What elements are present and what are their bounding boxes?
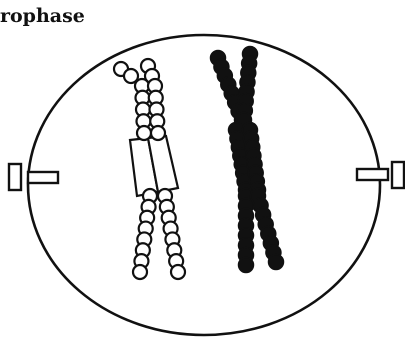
chromosome-white xyxy=(114,59,185,279)
chromosome-white-bead xyxy=(133,265,147,279)
chromosome-black-bead xyxy=(269,255,284,270)
centriole-left-horizontal xyxy=(28,172,58,183)
chromosome-white-bead xyxy=(137,126,151,140)
chromosome-white-bead xyxy=(171,265,185,279)
cell-outline xyxy=(28,35,380,335)
chromosome-white-bead xyxy=(151,126,165,140)
chromosome-black xyxy=(211,47,284,273)
centrosome-left xyxy=(9,164,58,190)
centriole-left-vertical xyxy=(9,164,21,190)
chromosome-black-bead xyxy=(239,258,254,273)
centriole-right-vertical xyxy=(392,162,404,188)
centriole-right-horizontal xyxy=(357,169,388,180)
